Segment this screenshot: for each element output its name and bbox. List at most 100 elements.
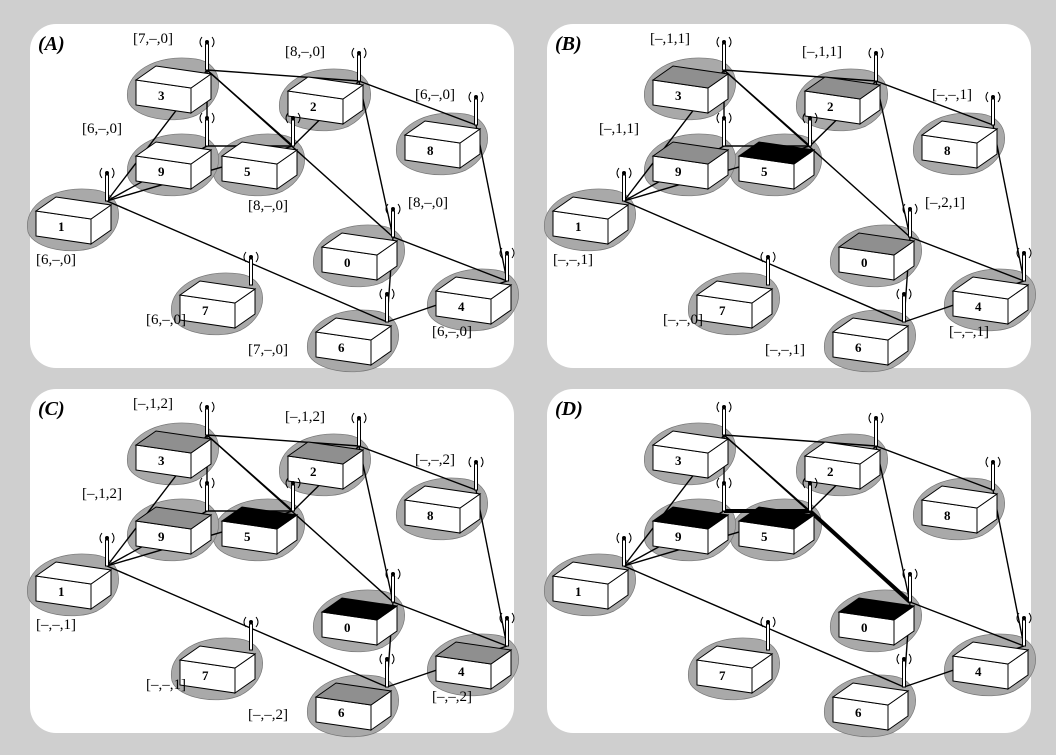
antenna-icon <box>499 612 515 647</box>
node-tag-7: [–,–,1] <box>146 677 186 693</box>
network-node-icon: 0 <box>837 203 918 281</box>
network-node-icon: 0 <box>320 568 401 646</box>
link-edge <box>623 200 905 323</box>
antenna-icon <box>760 251 776 286</box>
antenna-icon <box>896 288 912 323</box>
node-number: 4 <box>458 664 465 679</box>
node-tag-1: [–,–,1] <box>36 617 76 633</box>
link-edge <box>875 445 911 603</box>
antenna-icon <box>351 47 367 82</box>
antenna-icon <box>199 477 215 512</box>
network-node-icon: 7 <box>178 616 259 694</box>
network-node-icon: 6 <box>831 653 912 731</box>
link-edge <box>875 80 911 238</box>
antenna-icon <box>468 456 484 491</box>
network-node-icon: 5 <box>737 477 818 555</box>
network-node-icon: 7 <box>695 251 776 329</box>
antenna-icon <box>985 91 1001 126</box>
network-node-icon: 4 <box>434 612 515 690</box>
node-tag-7: [6,–,0] <box>146 312 186 328</box>
network-node-icon: 7 <box>178 251 259 329</box>
node-tag-8: [–,–,2] <box>415 452 455 468</box>
network-node-icon: 3 <box>651 36 732 114</box>
antenna-icon <box>902 203 918 238</box>
link-edge <box>206 69 394 238</box>
network-node-icon: 1 <box>34 167 115 245</box>
node-tag-2: [–,1,2] <box>285 409 325 425</box>
node-number: 9 <box>675 529 682 544</box>
panel-C: (C)0123456789[–,–,1][–,1,2][–,1,2][–,–,2… <box>26 389 519 738</box>
network-node-icon: 5 <box>737 112 818 190</box>
link-edge <box>206 69 360 82</box>
path-edge <box>808 509 912 604</box>
node-tag-7: [–,–,0] <box>663 312 703 328</box>
node-tag-8: [6,–,0] <box>415 87 455 103</box>
antenna-icon <box>351 412 367 447</box>
node-tag-6: [–,–,1] <box>765 342 805 358</box>
node-tag-4: [–,–,2] <box>432 689 472 705</box>
antenna-icon <box>379 288 395 323</box>
network-node-icon: 3 <box>651 401 732 479</box>
network-node-icon: 4 <box>951 247 1032 325</box>
node-number: 0 <box>344 255 351 270</box>
node-number: 2 <box>310 464 317 479</box>
link-edge <box>992 489 1025 647</box>
link-edge <box>106 200 388 323</box>
node-number: 9 <box>158 529 165 544</box>
network-node-icon: 2 <box>286 412 367 490</box>
network-node-icon: 9 <box>651 112 732 190</box>
node-number: 6 <box>855 705 862 720</box>
network-node-icon: 3 <box>134 401 215 479</box>
network-node-icon: 7 <box>695 616 776 694</box>
link-edge <box>392 601 508 647</box>
panel-label: (A) <box>38 33 65 55</box>
node-tag-2: [–,1,1] <box>802 44 842 60</box>
network-node-icon: 1 <box>551 532 632 610</box>
node-number: 4 <box>458 299 465 314</box>
node-tag-6: [–,–,2] <box>248 707 288 723</box>
node-number: 7 <box>202 668 209 683</box>
network-node-icon: 9 <box>134 477 215 555</box>
node-number: 0 <box>861 255 868 270</box>
link-edge <box>723 69 911 238</box>
antenna-icon <box>716 112 732 147</box>
node-number: 5 <box>244 164 251 179</box>
antenna-icon <box>716 477 732 512</box>
antenna-icon <box>716 401 732 436</box>
antenna-icon <box>99 532 115 567</box>
network-node-icon: 2 <box>803 412 884 490</box>
antenna-icon <box>868 47 884 82</box>
node-tag-0: [8,–,0] <box>408 195 448 211</box>
antenna-icon <box>616 532 632 567</box>
network-node-icon: 8 <box>403 91 484 169</box>
link-edge <box>623 565 905 688</box>
link-edge <box>475 489 508 647</box>
antenna-icon <box>868 412 884 447</box>
node-number: 8 <box>944 143 951 158</box>
network-node-icon: 4 <box>434 247 515 325</box>
node-number: 5 <box>761 529 768 544</box>
node-number: 1 <box>58 584 65 599</box>
network-node-icon: 4 <box>951 612 1032 690</box>
node-number: 4 <box>975 299 982 314</box>
antenna-icon <box>385 203 401 238</box>
node-number: 8 <box>427 143 434 158</box>
node-tag-0: [–,2,1] <box>925 195 965 211</box>
antenna-icon <box>99 167 115 202</box>
link-edge <box>358 445 394 603</box>
antenna-icon <box>1016 247 1032 282</box>
node-number: 7 <box>719 668 726 683</box>
node-number: 0 <box>344 620 351 635</box>
node-number: 2 <box>827 99 834 114</box>
link-edge <box>909 236 1025 282</box>
node-number: 8 <box>427 508 434 523</box>
panel-label: (D) <box>555 398 583 420</box>
link-edge <box>392 236 508 282</box>
node-tag-2: [8,–,0] <box>285 44 325 60</box>
network-node-icon: 9 <box>651 477 732 555</box>
node-tag-9: [–,1,1] <box>599 121 639 137</box>
panel-B: (B)0123456789[–,2,1][–,–,1][–,1,1][–,1,1… <box>543 24 1036 373</box>
node-tag-1: [6,–,0] <box>36 252 76 268</box>
